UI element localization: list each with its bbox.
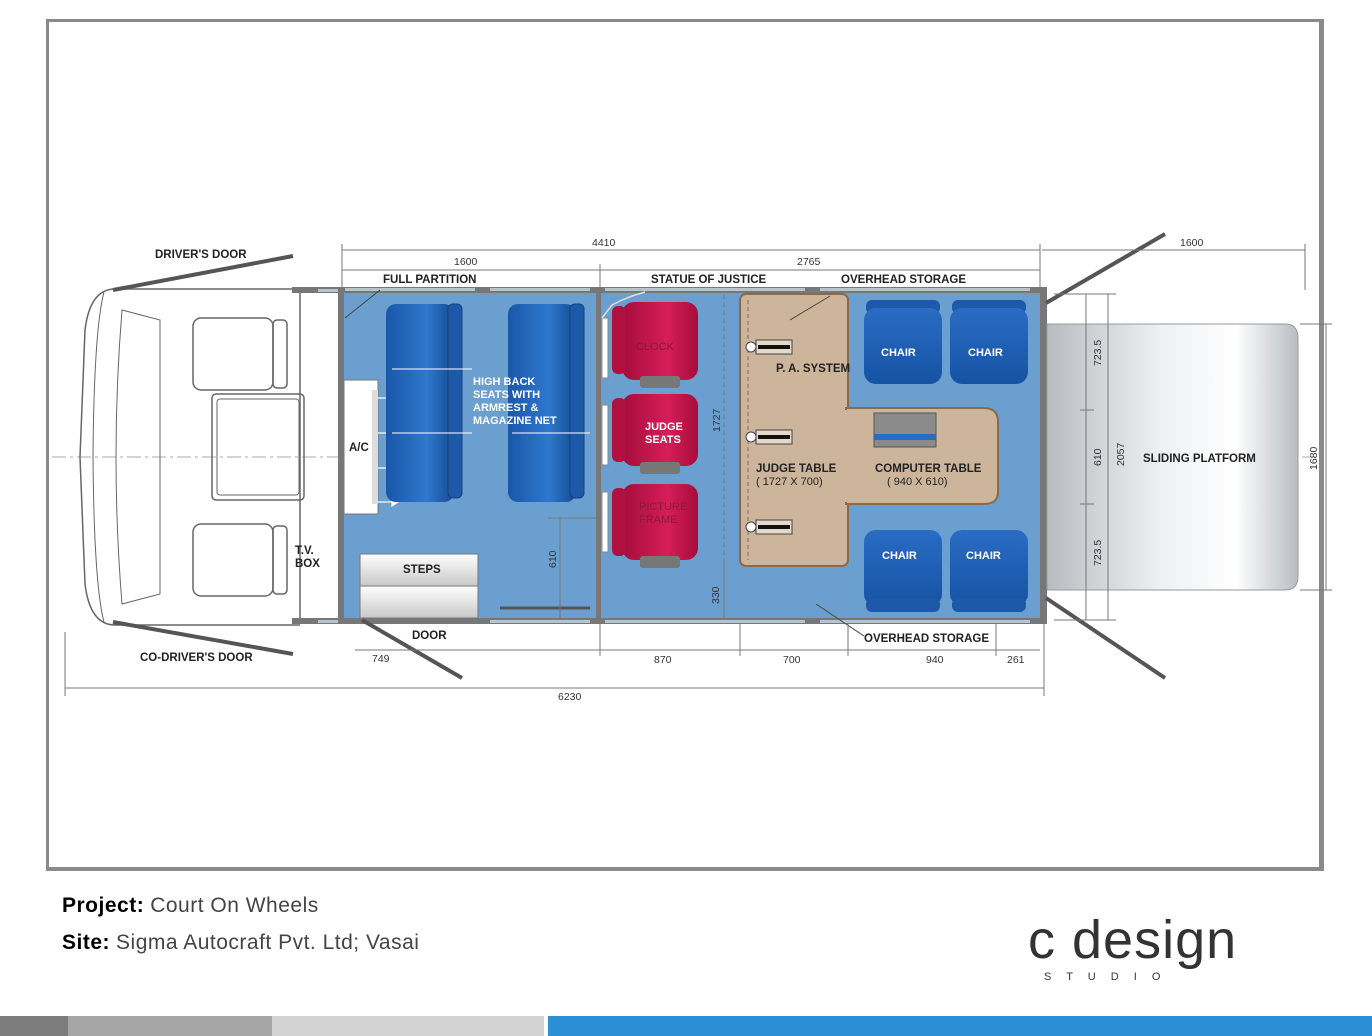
- ac-vent: [372, 390, 378, 504]
- wall-segments: [318, 288, 1030, 623]
- project-value: Court On Wheels: [150, 894, 319, 917]
- site-label: Site:: [62, 931, 111, 954]
- rear-door-lower: [1044, 596, 1167, 680]
- sliding-platform-label: SLIDING PLATFORM: [1143, 453, 1256, 465]
- chair-top-left: [864, 300, 942, 384]
- dim-4410: 4410: [592, 237, 616, 249]
- chair-label-2: CHAIR: [968, 347, 1003, 359]
- high-back-seat-1: [386, 303, 463, 502]
- overhead-leader-bottom: [815, 603, 865, 637]
- dim-700: 700: [783, 654, 801, 666]
- ac-label: A/C: [349, 442, 369, 454]
- dimension-lines: [64, 244, 1332, 696]
- dim-330: 330: [710, 586, 722, 604]
- overhead-leader-top: [789, 295, 831, 321]
- site-line: Site:Sigma Autocraft Pvt. Ltd; Vasai: [62, 931, 419, 955]
- chair-bottom-left: [864, 530, 942, 612]
- logo-main-text: c design: [1028, 910, 1237, 970]
- judge-table-label: JUDGE TABLE: [756, 463, 837, 475]
- dim-749: 749: [372, 653, 390, 665]
- picture-frame-label-2: FRAME: [639, 514, 678, 526]
- footer-bar-2: [68, 1016, 272, 1036]
- dim-261: 261: [1007, 654, 1025, 666]
- dim-870: 870: [654, 654, 672, 666]
- dim-1680: 1680: [1308, 446, 1320, 470]
- chair-label-4: CHAIR: [966, 550, 1001, 562]
- footer-bar-1: [0, 1016, 68, 1036]
- logo-sub-text: S T U D I O: [1044, 971, 1166, 983]
- sliding-platform: [1046, 323, 1299, 591]
- full-partition-label: FULL PARTITION: [383, 274, 476, 286]
- steps-label: STEPS: [403, 564, 441, 576]
- steps: [359, 553, 479, 619]
- dim-1727: 1727: [711, 408, 723, 432]
- high-back-label-4: MAGAZINE NET: [473, 415, 557, 427]
- driver-cab: [79, 288, 305, 626]
- high-back-label-1: HIGH BACK: [473, 376, 535, 388]
- c-design-logo: c design S T U D I O: [1028, 910, 1237, 983]
- high-back-label-3: ARMREST &: [473, 402, 538, 414]
- dim-2057: 2057: [1115, 442, 1127, 466]
- footer-bar-3: [272, 1016, 544, 1036]
- dim-723-top: 723.5: [1092, 340, 1104, 366]
- high-back-seat-2: [508, 303, 585, 502]
- seat-guide-lines: [392, 368, 590, 434]
- statue-of-justice-label: STATUE OF JUSTICE: [651, 274, 767, 286]
- table-joint: [842, 410, 850, 502]
- drivers-door-panel: [112, 254, 294, 292]
- tv-box-label-2: BOX: [295, 558, 320, 570]
- chair-top-right: [950, 300, 1028, 384]
- project-label: Project:: [62, 894, 145, 917]
- dim-723-bottom: 723.5: [1092, 540, 1104, 566]
- co-drivers-door-label: CO-DRIVER'S DOOR: [140, 652, 253, 664]
- overhead-storage-top-label: OVERHEAD STORAGE: [841, 274, 966, 286]
- chair-bottom-right: [950, 530, 1028, 612]
- site-value: Sigma Autocraft Pvt. Ltd; Vasai: [116, 931, 420, 954]
- partition-panels: [601, 317, 609, 553]
- dim-1600-a: 1600: [454, 256, 478, 268]
- pa-system-label: P. A. SYSTEM: [776, 363, 850, 375]
- door-panel: [360, 618, 464, 680]
- dim-940: 940: [926, 654, 944, 666]
- dim-6230: 6230: [558, 691, 582, 703]
- rear-door-upper: [1044, 232, 1167, 305]
- judge-seat-1: [612, 302, 698, 388]
- judge-seat-3: [612, 484, 698, 568]
- chair-label-3: CHAIR: [882, 550, 917, 562]
- judge-seats-label-2: SEATS: [645, 434, 681, 446]
- clock-label: CLOCK: [636, 341, 675, 353]
- tv-box-label-1: T.V.: [295, 545, 314, 557]
- statue-outline: [601, 291, 646, 319]
- computer-table-label: COMPUTER TABLE: [875, 463, 982, 475]
- pa-system-outlets: [745, 339, 793, 535]
- door-label: DOOR: [412, 630, 447, 642]
- project-line: Project:Court On Wheels: [62, 894, 319, 918]
- computer-monitor: [873, 412, 937, 448]
- computer-table-dimension: ( 940 X 610): [887, 476, 948, 488]
- co-drivers-door-panel: [112, 620, 294, 656]
- footer-bar-4: [548, 1016, 1372, 1036]
- judge-seats-label-1: JUDGE: [645, 421, 683, 433]
- drivers-door-label: DRIVER'S DOOR: [155, 249, 247, 261]
- judge-seat-2: [612, 394, 698, 474]
- dim-2765: 2765: [797, 256, 821, 268]
- picture-frame-label-1: PICTURE: [639, 501, 687, 513]
- dim-610-mid: 610: [547, 550, 559, 568]
- floor-plan: DRIVER'S DOOR CO-DRIVER'S DOOR FULL PART…: [52, 232, 1332, 703]
- judge-table-dimension: ( 1727 X 700): [756, 476, 823, 488]
- dim-1600-b: 1600: [1180, 237, 1204, 249]
- overhead-storage-bottom-label: OVERHEAD STORAGE: [864, 633, 989, 645]
- chair-label-1: CHAIR: [881, 347, 916, 359]
- partition-leader: [344, 289, 381, 319]
- high-back-label-2: SEATS WITH: [473, 389, 540, 401]
- dim-610-right: 610: [1092, 448, 1104, 466]
